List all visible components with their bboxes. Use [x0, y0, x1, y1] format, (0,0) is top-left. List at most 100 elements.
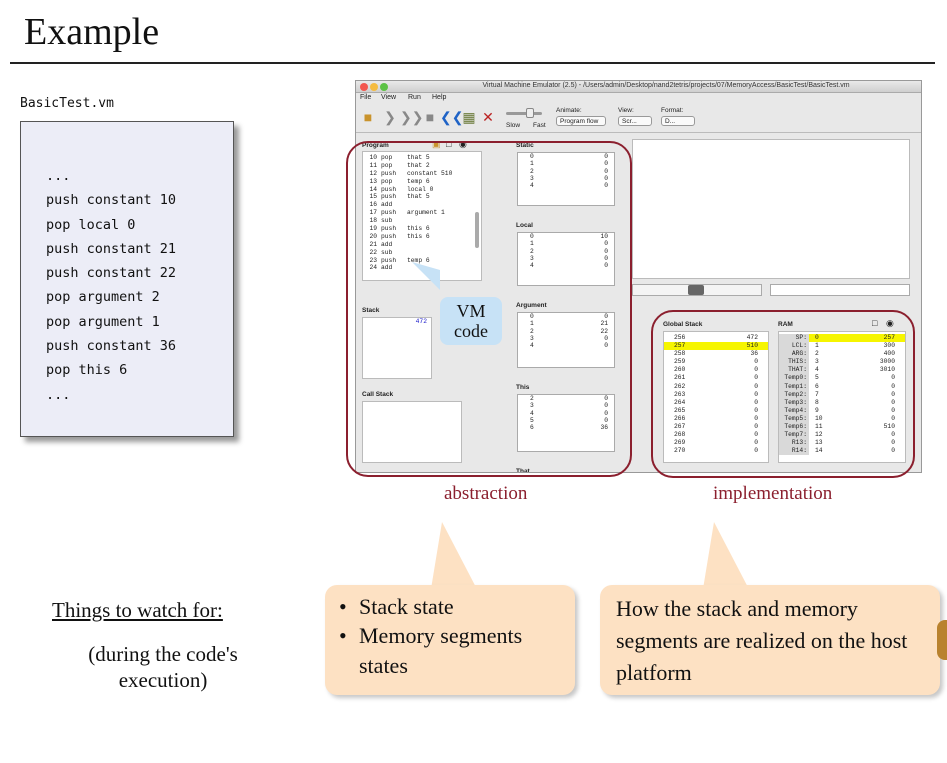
breakpoint-icon[interactable]: ✕: [482, 109, 494, 125]
menu-help[interactable]: Help: [432, 94, 447, 101]
open-folder-icon[interactable]: ▣: [432, 139, 441, 149]
run-icon[interactable]: ❯❯: [400, 109, 424, 125]
animate-select[interactable]: Program flow: [556, 116, 606, 126]
view-select[interactable]: Scr...: [618, 116, 652, 126]
script-icon[interactable]: ▦: [462, 109, 476, 125]
reset-icon[interactable]: ❮❮: [440, 109, 464, 125]
single-step-icon[interactable]: ❯: [384, 109, 396, 125]
menu-file[interactable]: File: [360, 94, 372, 101]
minimize-icon[interactable]: [370, 83, 378, 91]
program-scrollbar[interactable]: [475, 212, 479, 248]
close-icon[interactable]: [360, 83, 368, 91]
stop-icon[interactable]: ■: [425, 109, 435, 125]
speed-slider-thumb[interactable]: [526, 108, 534, 118]
ram-load-icon[interactable]: □: [872, 318, 878, 328]
maximize-icon[interactable]: [380, 83, 388, 91]
menu-run[interactable]: Run: [408, 94, 421, 101]
speed-slider[interactable]: [506, 108, 542, 118]
load-program-icon[interactable]: ■: [363, 109, 373, 125]
find-icon[interactable]: ◉: [459, 139, 467, 149]
menu-view[interactable]: View: [381, 94, 397, 101]
call-stack-list[interactable]: [362, 401, 462, 463]
new-file-icon[interactable]: □: [446, 139, 452, 149]
stack-list[interactable]: 472: [362, 317, 432, 379]
ram-find-icon[interactable]: ◉: [886, 318, 894, 328]
keyboard-icon[interactable]: [688, 285, 704, 295]
format-select[interactable]: D...: [661, 116, 695, 126]
